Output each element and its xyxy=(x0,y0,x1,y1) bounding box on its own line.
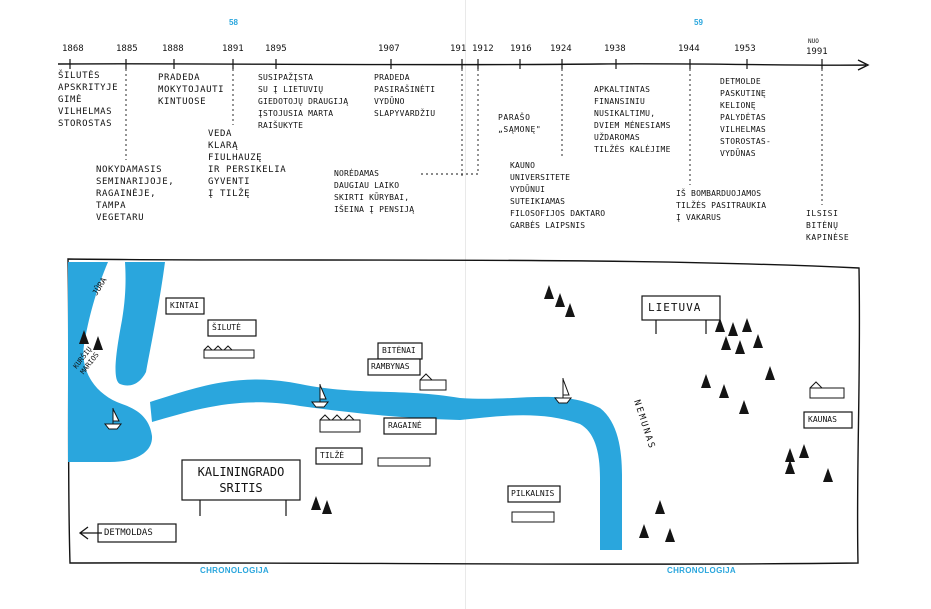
timeline-connectors xyxy=(125,69,823,205)
event-1912: NORĖDAMAS DAUGIAU LAIKO SKIRTI KŪRYBAI, … xyxy=(334,169,415,214)
year-1907: 1907 xyxy=(378,44,400,54)
label-kaunas: KAUNAS xyxy=(808,415,837,424)
label-kintai: KINTAI xyxy=(170,301,199,310)
timeline-axis xyxy=(57,63,867,66)
year-nuo: NUO xyxy=(808,38,819,45)
timeline-ticks xyxy=(69,59,823,69)
river-nemunas xyxy=(150,379,622,550)
place-signs xyxy=(97,295,853,543)
event-1924: KAUNO UNIVERSITETE VYDŪNUI SUTEIKIAMAS F… xyxy=(510,161,606,230)
event-1885: NOKYDAMASIS SEMINARIJOJE, RAGAINĖJE, TAM… xyxy=(96,165,175,223)
year-1895: 1895 xyxy=(265,44,287,54)
label-bitenai: BITĖNAI xyxy=(382,346,416,355)
year-1953: 1953 xyxy=(734,44,756,54)
label-lietuva: LIETUVA xyxy=(648,301,702,314)
event-1891: VEDA KLARĄ FIULHAUZĘ IR PERSIKELIA GYVEN… xyxy=(208,129,287,199)
arrow-left-icon xyxy=(78,526,102,540)
timeline-arrowhead xyxy=(857,59,870,71)
event-1938: APKALTINTAS FINANSINIU NUSIKALTIMU, DVIE… xyxy=(594,85,671,154)
event-1895: SUSIPAŽĮSTA SU Į LIETUVIŲ GIEDOTOJŲ DRAU… xyxy=(258,73,349,130)
footer-left: CHRONOLOGIJA xyxy=(200,566,269,575)
map-frame xyxy=(67,258,861,565)
year-1924: 1924 xyxy=(550,44,572,54)
sign-posts xyxy=(199,320,707,516)
baltic-sea xyxy=(115,262,165,386)
label-silute: ŠILUTĖ xyxy=(212,323,241,332)
event-1868: ŠILUTĖS APSKRITYJE GIMĖ VILHELMAS STOROS… xyxy=(58,71,119,129)
label-ragaine: RAGAINĖ xyxy=(388,421,422,430)
year-191: 191 xyxy=(450,44,467,54)
label-tilze: TILŽĖ xyxy=(320,451,345,460)
boat-icons xyxy=(103,378,573,430)
year-1868: 1868 xyxy=(62,44,84,54)
year-1885: 1885 xyxy=(116,44,138,54)
event-1888: PRADEDA MOKYTOJAUTI KINTUOSE xyxy=(158,73,225,107)
label-pilkalnis: PILKALNIS xyxy=(511,489,555,498)
curonian-lagoon xyxy=(68,262,153,462)
house-icons xyxy=(203,345,845,523)
footer-right: CHRONOLOGIJA xyxy=(667,566,736,575)
event-1991: ILSISI BITĖNŲ KAPINĖSE xyxy=(806,209,850,242)
page-gutter xyxy=(465,0,466,609)
year-1938: 1938 xyxy=(604,44,626,54)
year-1944: 1944 xyxy=(678,44,700,54)
event-1953: DETMOLDE PASKUTINĘ KELIONĘ PALYDĖTAS VIL… xyxy=(720,77,772,158)
label-kaliningrad: KALININGRADO SRITIS xyxy=(197,465,285,495)
year-1891: 1891 xyxy=(222,44,244,54)
year-1912: 1912 xyxy=(472,44,494,54)
event-1916: PARAŠO „SĄMONĘ" xyxy=(498,113,542,134)
year-1888: 1888 xyxy=(162,44,184,54)
year-1991: 1991 xyxy=(806,47,828,57)
page-number-right: 59 xyxy=(694,18,703,27)
event-1944: IŠ BOMBARDUOJAMOS TILŽĖS PASITRAUKIA Į V… xyxy=(676,189,767,222)
page-number-left: 58 xyxy=(229,18,238,27)
year-1916: 1916 xyxy=(510,44,532,54)
event-1907: PRADEDA PASIRAŠINĖTI VYDŪNO SLAPYVARDŽIU xyxy=(374,73,436,118)
label-detmoldas: DETMOLDAS xyxy=(104,528,153,538)
tree-icons xyxy=(79,285,833,542)
label-rambynas: RAMBYNAS xyxy=(371,362,410,371)
